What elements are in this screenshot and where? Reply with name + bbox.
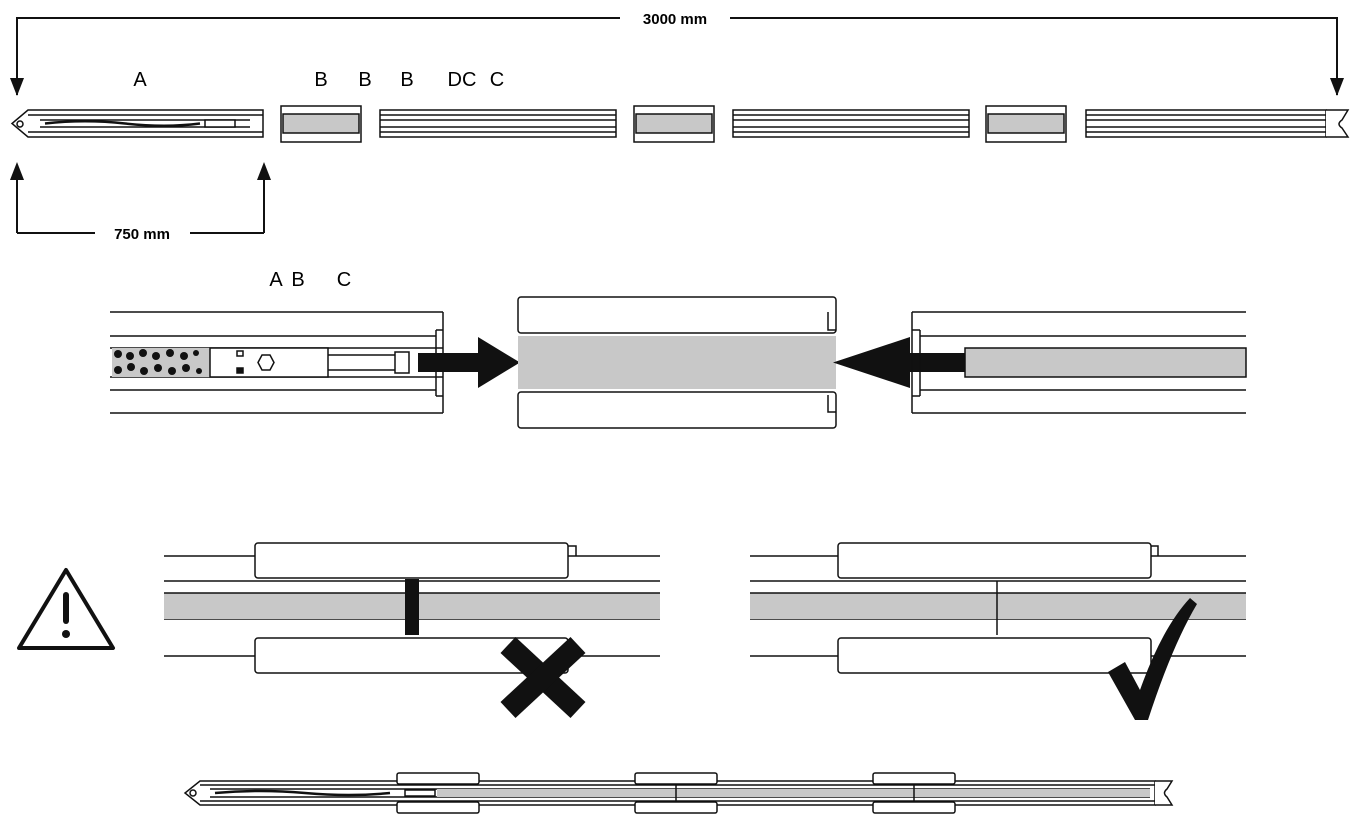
exploded-rail-row [10, 105, 1350, 143]
connector-2 [633, 105, 715, 143]
rail-segment-3 [732, 109, 970, 138]
arrow-left-icon [833, 337, 965, 388]
dimension-750: 750 mm [10, 162, 271, 243]
label-b3: B [400, 69, 413, 91]
detail-label-c: C [337, 269, 351, 291]
warning-triangle-icon [17, 568, 115, 650]
label-dc: DC [448, 69, 477, 91]
coil-pattern [114, 349, 202, 375]
label-c: C [490, 69, 504, 91]
label-a: A [133, 69, 147, 91]
detail-label-a: A [269, 269, 283, 291]
incorrect-join [164, 542, 660, 674]
dimension-segment-label: 750 mm [114, 226, 170, 243]
arrow-right-icon [418, 337, 520, 388]
cross-icon [500, 636, 586, 719]
checkmark-icon [1108, 598, 1197, 720]
rail-segment-2 [379, 109, 617, 138]
detail-connector [517, 296, 837, 429]
rail-segment-end [1085, 109, 1350, 138]
rail-segment-a [10, 109, 264, 138]
connector-3 [985, 105, 1067, 143]
dimension-3000: 3000 mm [10, 11, 1344, 96]
detail-left-rail [110, 311, 444, 414]
correct-join [750, 542, 1246, 674]
label-b2: B [358, 69, 371, 91]
top-labels: A B B B DC C [133, 69, 504, 91]
detail-right-rail [911, 311, 1247, 414]
connector-1 [280, 105, 362, 143]
detail-labels: A B C [269, 269, 351, 291]
assembled-rail [183, 772, 1174, 814]
dimension-total-label: 3000 mm [643, 11, 707, 28]
connection-detail [110, 296, 1247, 429]
gap-marker [405, 579, 419, 635]
detail-label-b: B [291, 269, 304, 291]
label-b1: B [314, 69, 327, 91]
